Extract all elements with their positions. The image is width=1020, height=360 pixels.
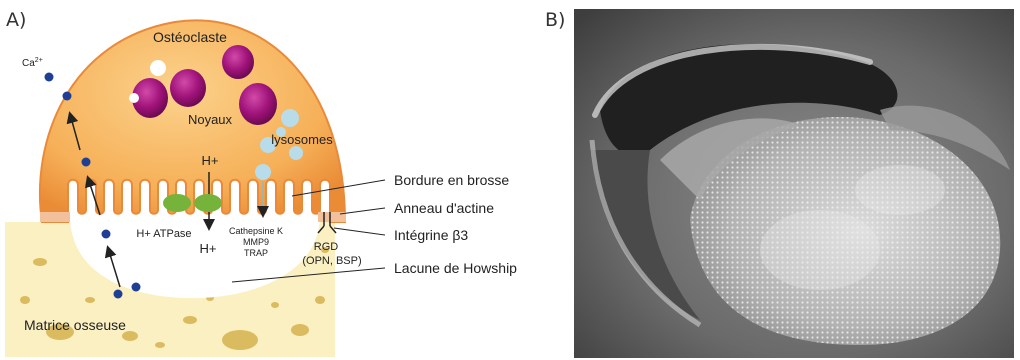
panel-b-label: B) [545, 9, 565, 31]
enzyme-trap: TRAP [244, 248, 268, 258]
callout-integrin: Intégrine β3 [394, 227, 468, 243]
nuclei-label: Noyaux [188, 112, 233, 127]
enzyme-cathepsin: Cathepsine K [229, 226, 283, 236]
cell-name: Ostéoclaste [153, 29, 227, 45]
calcium-label: Ca2+ [22, 57, 43, 69]
panel-b: B) [545, 9, 1014, 358]
rgd-sub-label: (OPN, BSP) [302, 255, 361, 267]
lysosomes-label: lysosomes [271, 132, 333, 147]
rgd-label: RGD [314, 241, 339, 253]
callout-brush-border: Bordure en brosse [394, 172, 509, 188]
panel-a: A) Ostéoclaste Noyau [5, 9, 517, 357]
micrograph-image [574, 9, 1014, 358]
atpase-pump-2 [194, 194, 222, 212]
callout-lacuna: Lacune de Howship [394, 260, 517, 276]
proton-bottom-label: H+ [200, 241, 217, 256]
atpase-pump-1 [163, 194, 191, 212]
matrix-label: Matrice osseuse [24, 317, 126, 333]
enzyme-mmp9: MMP9 [243, 237, 269, 247]
atpase-label: H+ ATPase [136, 228, 191, 240]
panel-a-label: A) [6, 9, 26, 31]
callout-actin-ring: Anneau d'actine [394, 200, 494, 216]
proton-top-label: H+ [202, 153, 219, 168]
actin-ring-left [40, 212, 70, 222]
